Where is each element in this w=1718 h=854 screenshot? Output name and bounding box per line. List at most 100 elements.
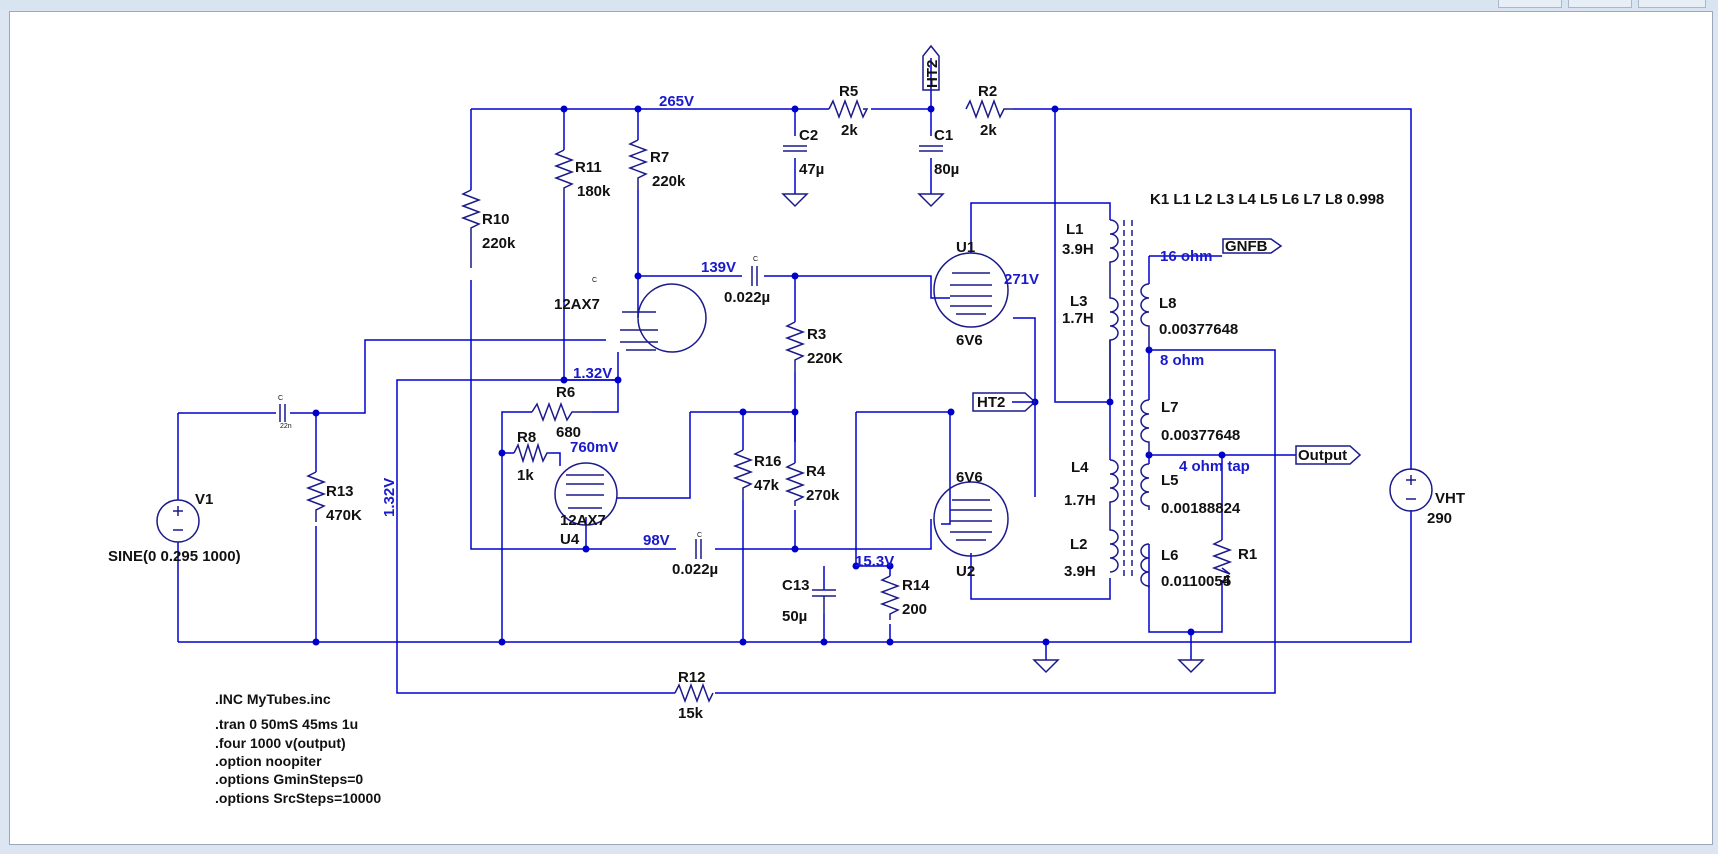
component-value-l7: 0.00377648 xyxy=(1161,427,1240,444)
port-label-ht2: HT2 xyxy=(977,394,1005,411)
component-value-l3: 1.7H xyxy=(1062,310,1094,327)
port-label-ht2: HT2 xyxy=(924,60,941,88)
coupling-cap-value: 0.022µ xyxy=(672,561,718,578)
component-ref-l7: L7 xyxy=(1161,399,1179,416)
triode-v2-symbol xyxy=(554,462,618,526)
component-ref-r1: R1 xyxy=(1238,546,1257,563)
component-value-l1: 3.9H xyxy=(1062,241,1094,258)
tiny-part-label: 22n xyxy=(280,423,292,430)
gnfb-port-shape xyxy=(1222,238,1283,254)
component-value-l8: 0.00377648 xyxy=(1159,321,1238,338)
component-ref-r6: R6 xyxy=(556,384,575,401)
component-value-l6: 0.0110055 xyxy=(1161,573,1231,590)
component-value-r1: 4 xyxy=(1222,572,1231,589)
net-voltage-label: 265V xyxy=(659,93,694,110)
component-ref-r16: R16 xyxy=(754,453,782,470)
voltage-source-vht xyxy=(1389,468,1433,512)
component-value-l4: 1.7H xyxy=(1064,492,1096,509)
output-port-shape xyxy=(1295,445,1362,465)
tube-ref-u4: U4 xyxy=(560,531,580,548)
component-ref-l3: L3 xyxy=(1070,293,1088,310)
component-ref-l2: L2 xyxy=(1070,536,1088,553)
component-ref-r14: R14 xyxy=(902,577,930,594)
coupling-cap-value: 0.022µ xyxy=(724,289,770,306)
component-value-v1: SINE(0 0.295 1000) xyxy=(108,548,241,565)
output-transformer-symbol xyxy=(1109,219,1150,588)
window-bottom-bar xyxy=(0,845,1718,854)
component-ref-vht: VHT xyxy=(1435,490,1465,507)
component-ref-c1: C1 xyxy=(934,127,953,144)
port-label-gnfb: GNFB xyxy=(1225,238,1268,255)
component-value-l5: 0.00188824 xyxy=(1161,500,1241,517)
component-ref-r8: R8 xyxy=(517,429,536,446)
component-value-r16: 47k xyxy=(754,477,780,494)
component-ref-r3: R3 xyxy=(807,326,826,343)
component-value-r5: 2k xyxy=(841,122,858,139)
component-labels: R52kR22kC247µC180µR11180kR7220kR10220kR3… xyxy=(108,60,1465,806)
net-voltage-label: 760mV xyxy=(570,439,618,456)
spice-coupling-directive: K1 L1 L2 L3 L4 L5 L6 L7 L8 0.998 xyxy=(1150,191,1384,208)
net-voltage-label: 15.3V xyxy=(855,553,894,570)
component-ref-r5: R5 xyxy=(839,83,858,100)
net-voltage-label: 139V xyxy=(701,259,736,276)
pentode-u1-symbol xyxy=(933,252,1009,328)
spice-directive-line: .option noopiter xyxy=(215,753,322,769)
component-ref-l6: L6 xyxy=(1161,547,1179,564)
component-value-r11: 180k xyxy=(577,183,611,200)
component-value-vht: 290 xyxy=(1427,510,1452,527)
tiny-part-label: C xyxy=(592,277,597,284)
schematic-canvas[interactable] xyxy=(9,11,1713,845)
component-ref-c2: C2 xyxy=(799,127,818,144)
tube-model: 6V6 xyxy=(956,469,983,486)
component-ref-r10: R10 xyxy=(482,211,510,228)
component-ref-v1: V1 xyxy=(195,491,213,508)
component-ref-l8: L8 xyxy=(1159,295,1177,312)
component-value-r7: 220k xyxy=(652,173,686,190)
net-voltage-label: 16 ohm xyxy=(1160,248,1213,265)
component-ref-l5: L5 xyxy=(1161,472,1179,489)
net-voltage-label: 271V xyxy=(1004,271,1039,288)
window-minimize-button[interactable] xyxy=(1498,0,1562,8)
component-value-r14: 200 xyxy=(902,601,927,618)
window-close-button[interactable] xyxy=(1638,0,1706,8)
spice-directive-line: .options GminSteps=0 xyxy=(215,771,363,787)
window-top-bar xyxy=(0,0,1718,10)
spice-directive-line: .INC MyTubes.inc xyxy=(215,691,331,707)
net-voltage-label: 4 ohm tap xyxy=(1179,458,1250,475)
component-ref-r12: R12 xyxy=(678,669,706,686)
component-value-c2: 47µ xyxy=(799,161,824,178)
capacitor-symbols xyxy=(279,145,943,614)
tiny-part-label: C xyxy=(753,256,758,263)
component-value-r3: 220K xyxy=(807,350,843,367)
window-maximize-button[interactable] xyxy=(1568,0,1632,8)
spice-directive-line: .options SrcSteps=10000 xyxy=(215,790,381,806)
ht2-mid-port-shape xyxy=(972,392,1037,412)
component-ref-l4: L4 xyxy=(1071,459,1089,476)
component-ref-r2: R2 xyxy=(978,83,997,100)
voltage-source-v1 xyxy=(156,499,200,543)
net-voltage-label: 98V xyxy=(643,532,670,549)
component-ref-r7: R7 xyxy=(650,149,669,166)
component-value-r12: 15k xyxy=(678,705,704,722)
wires xyxy=(177,58,1412,694)
component-ref-c13: C13 xyxy=(782,577,810,594)
component-ref-r11: R11 xyxy=(575,159,602,176)
component-value-c13: 50µ xyxy=(782,608,807,625)
ground-symbols xyxy=(782,193,1204,673)
pentode-u2-symbol xyxy=(933,481,1009,557)
tiny-part-label: C xyxy=(278,395,283,402)
tube-model: 12AX7 xyxy=(554,296,600,313)
resistor-symbols xyxy=(305,98,1233,704)
spice-directive-line: .tran 0 50mS 45ms 1u xyxy=(215,716,358,732)
component-value-r10: 220k xyxy=(482,235,516,252)
tube-ref-u2: U2 xyxy=(956,563,975,580)
component-value-c1: 80µ xyxy=(934,161,959,178)
component-value-r8: 1k xyxy=(517,467,534,484)
tube-ref-u1: U1 xyxy=(956,239,975,256)
net-voltage-label: 1.32V xyxy=(573,365,612,382)
component-ref-r4: R4 xyxy=(806,463,826,480)
component-value-r2: 2k xyxy=(980,122,997,139)
port-shapes xyxy=(922,44,1362,465)
net-voltage-label: 8 ohm xyxy=(1160,352,1204,369)
